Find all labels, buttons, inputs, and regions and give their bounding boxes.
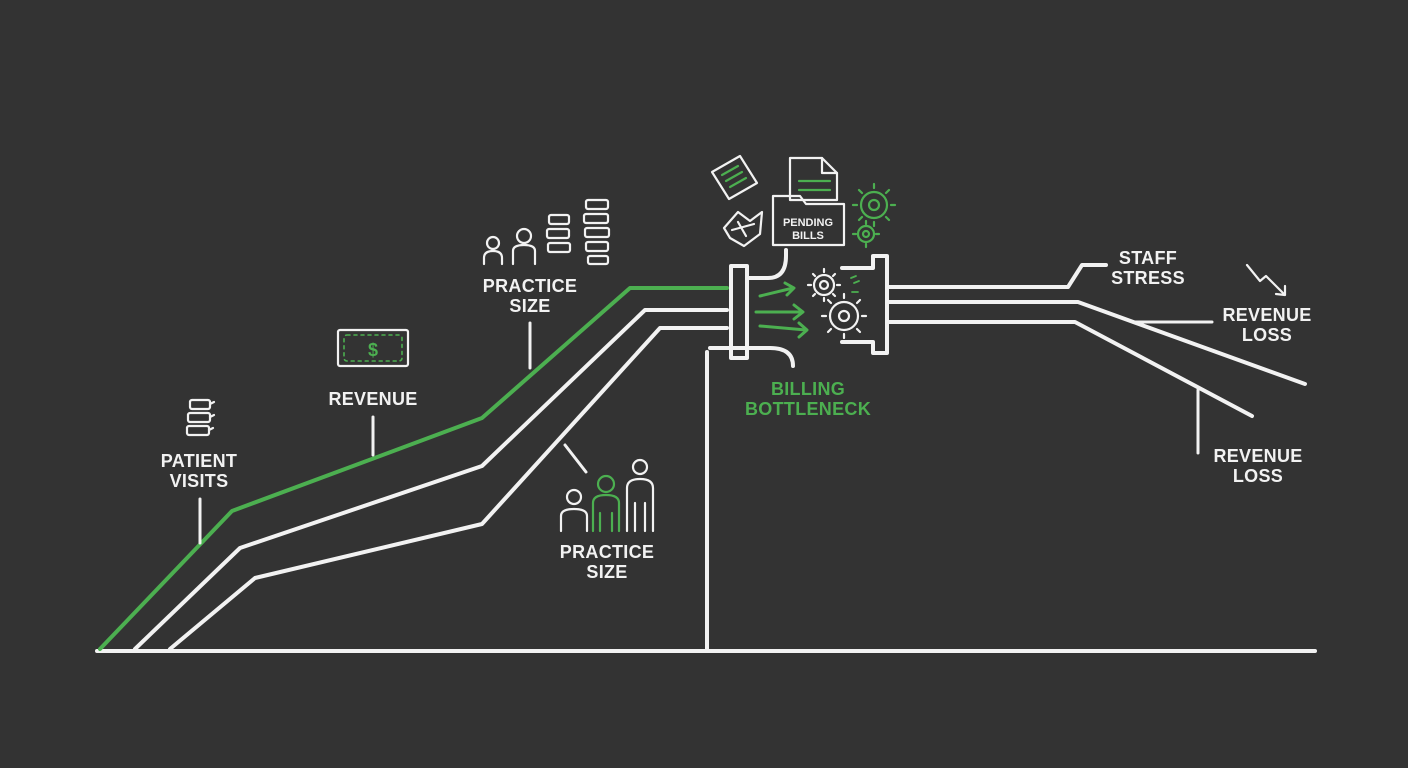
revenue-loss-bottom-line1: REVENUE [1213, 446, 1303, 466]
paper-stack-icon [710, 154, 764, 248]
dollar-bill-icon [336, 328, 410, 368]
bottleneck-pipe-right [840, 254, 889, 355]
practice-size-bottom-line2: SIZE [586, 562, 628, 582]
revenue-loss-top-line1: REVENUE [1222, 305, 1312, 325]
billing-bottleneck-line2: BOTTLENECK [745, 399, 871, 419]
practice-size-bottom-line1: PRACTICE [559, 542, 655, 562]
growth-line-middle [133, 308, 729, 651]
billing-bottleneck-line1: BILLING [770, 379, 846, 399]
staff-stress-line1: STAFF [1118, 248, 1178, 268]
flow-arrows [754, 281, 809, 339]
staff-stress-line [885, 263, 1108, 289]
patient-visits-line2: VISITS [169, 471, 229, 491]
revenue-line1: REVENUE [328, 389, 418, 409]
practice-size-top-label: PRACTICE SIZE [475, 276, 585, 316]
revenue-label: REVENUE [318, 389, 428, 409]
patient-visits-line1: PATIENT [160, 451, 238, 471]
bottleneck-pipe-outlet [708, 346, 795, 368]
billing-bottleneck-label: BILLING BOTTLENECK [738, 379, 878, 419]
pending-bills-label-line2: BILLS [792, 230, 824, 242]
growth-line-lower [168, 326, 729, 651]
document-folder-icon [771, 156, 846, 247]
practice-size-top-line2: SIZE [509, 296, 551, 316]
downtrend-arrow-icon [1245, 263, 1287, 297]
revenue-loss-line-lower [885, 320, 1254, 418]
revenue-loss-top-label: REVENUE LOSS [1212, 305, 1322, 345]
bottleneck-pipe-left [729, 264, 749, 360]
staff-stress-line2: STRESS [1111, 268, 1185, 288]
bottleneck-pipe-inlet [745, 248, 788, 280]
people-and-spine-icon [482, 198, 611, 266]
growth-line-green [98, 286, 729, 651]
revenue-loss-top-line2: LOSS [1241, 325, 1293, 345]
staff-stress-label: STAFF STRESS [1098, 248, 1198, 288]
people-group-icon [559, 458, 655, 533]
gears-icon [806, 182, 897, 340]
pending-bills-label-line1: PENDING [783, 217, 833, 229]
revenue-loss-bottom-label: REVENUE LOSS [1203, 446, 1313, 486]
patient-visits-label: PATIENT VISITS [150, 451, 248, 491]
practice-size-bottom-label: PRACTICE SIZE [552, 542, 662, 582]
practice-size-bottom-connector [563, 443, 588, 474]
spine-icon [185, 398, 216, 437]
practice-size-top-line1: PRACTICE [482, 276, 578, 296]
dollar-sign: $ [368, 340, 378, 360]
revenue-loss-line-upper [885, 300, 1307, 386]
revenue-loss-bottom-line2: LOSS [1232, 466, 1284, 486]
